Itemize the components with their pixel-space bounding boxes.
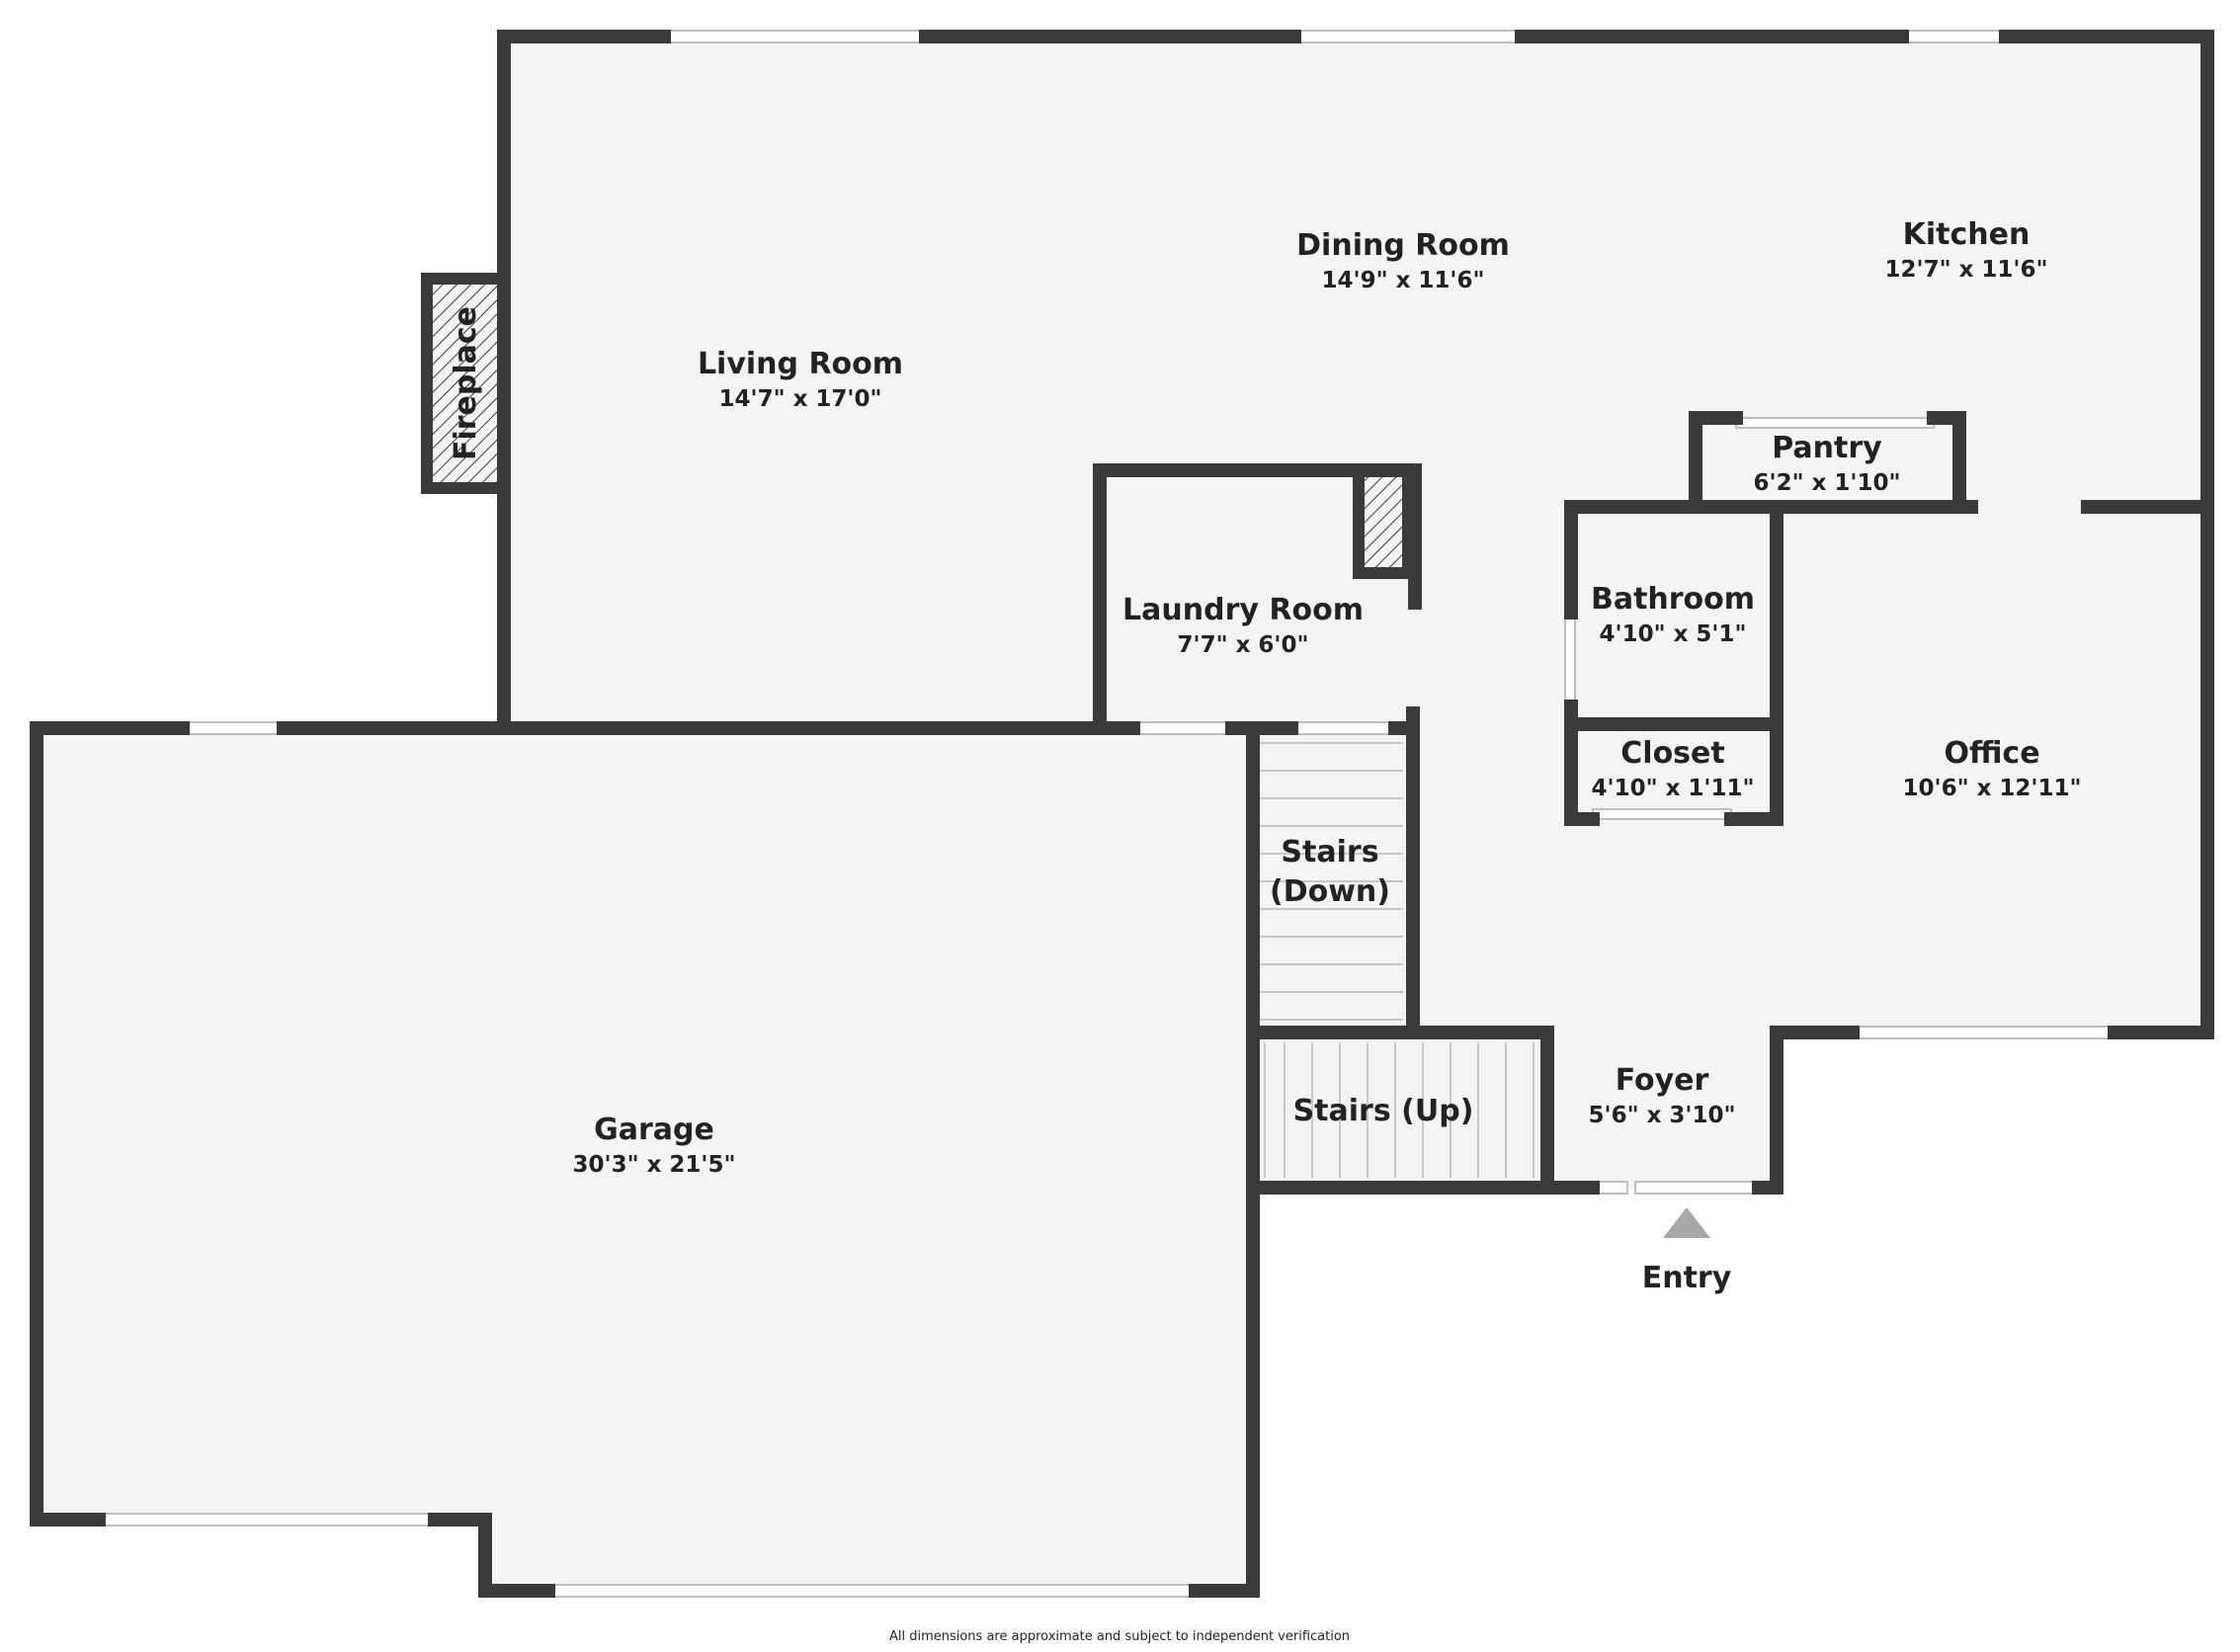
bathroom-name: Bathroom — [1591, 582, 1755, 617]
dining-room-name: Dining Room — [1296, 228, 1510, 263]
kitchen-dims: 12'7" x 11'6" — [1885, 257, 2048, 283]
pantry-dims: 6'2" x 1'10" — [1754, 470, 1901, 496]
foyer-dims: 5'6" x 3'10" — [1589, 1103, 1736, 1128]
chimney-icon — [1353, 464, 1414, 579]
entry-label: Entry — [1642, 1261, 1732, 1295]
stairs-down-name-line1: Stairs — [1281, 835, 1378, 869]
living-room-name: Living Room — [698, 347, 903, 381]
office-dims: 10'6" x 12'11" — [1903, 776, 2082, 801]
walls — [30, 30, 2214, 1598]
fireplace-label: Fireplace — [449, 306, 483, 460]
bathroom-dims: 4'10" x 5'1" — [1600, 621, 1747, 647]
closet-dims: 4'10" x 1'11" — [1592, 776, 1755, 801]
fireplace-icon — [421, 273, 510, 494]
window — [663, 30, 927, 43]
disclaimer: All dimensions are approximate and subje… — [889, 1629, 1350, 1644]
office-name: Office — [1944, 736, 2039, 771]
stairs-up-name: Stairs (Up) — [1293, 1094, 1474, 1128]
window — [1735, 417, 1935, 429]
garage-floor — [37, 728, 1253, 1591]
stairs-down-name-line2: (Down) — [1270, 874, 1390, 909]
closet-name: Closet — [1620, 736, 1724, 771]
window — [1293, 30, 1523, 43]
window — [1634, 1181, 1760, 1195]
living-room-dims: 14'7" x 17'0" — [719, 386, 882, 412]
foyer-name: Foyer — [1616, 1063, 1709, 1098]
room-labels: Living Room 14'7" x 17'0" Dining Room 14… — [449, 217, 2081, 1295]
laundry-room-dims: 7'7" x 6'0" — [1178, 632, 1309, 658]
window — [1132, 721, 1233, 735]
window — [182, 721, 285, 735]
floor-areas — [37, 37, 2207, 1591]
pantry-name: Pantry — [1772, 431, 1882, 465]
window — [547, 1584, 1197, 1598]
main-floor — [504, 37, 2207, 1188]
garage-dims: 30'3" x 21'5" — [573, 1152, 736, 1178]
garage-name: Garage — [594, 1113, 714, 1147]
kitchen-name: Kitchen — [1903, 217, 2031, 252]
entry-arrow-icon — [1663, 1207, 1710, 1238]
dining-room-dims: 14'9" x 11'6" — [1322, 268, 1485, 293]
window — [1592, 808, 1732, 820]
laundry-room-name: Laundry Room — [1122, 593, 1364, 627]
window — [1901, 30, 2007, 43]
window — [1290, 721, 1396, 735]
window — [1852, 1026, 2116, 1039]
window — [1564, 612, 1576, 707]
stairs-up-treads — [1264, 1042, 1535, 1178]
window — [98, 1513, 436, 1527]
